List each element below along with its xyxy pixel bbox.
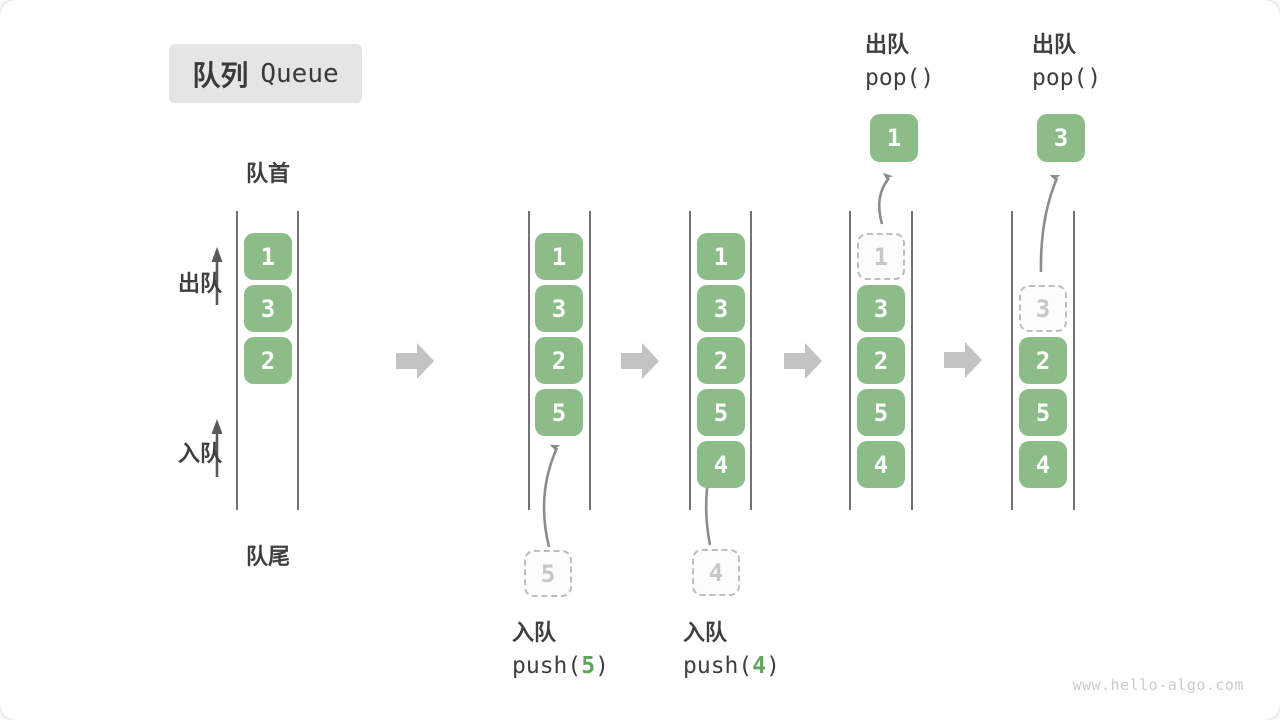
push-5-zh: 入队 <box>512 621 557 646</box>
queue-element: 2 <box>244 337 292 384</box>
push-code-open: push( <box>683 653 753 679</box>
removed-element-ghost: 1 <box>857 233 905 280</box>
pop-3-zh: 出队 <box>1032 33 1077 58</box>
queue-element: 2 <box>535 337 583 384</box>
enqueue-direction-arrow-icon <box>211 419 223 477</box>
push-5-operation-label: 入队 push(5) <box>512 618 609 682</box>
queue-element: 3 <box>697 285 745 332</box>
pending-element-ghost: 4 <box>692 549 740 596</box>
push-arg: 4 <box>752 653 767 679</box>
pending-element-ghost: 5 <box>524 550 572 597</box>
dequeue-direction-arrow-icon <box>211 247 223 305</box>
push-5-code: push(5) <box>512 650 609 682</box>
push-5-arrow-icon <box>542 444 561 548</box>
push-arg: 5 <box>581 653 596 679</box>
queue-rails <box>236 211 1075 510</box>
pop-3-code: pop() <box>1032 65 1102 91</box>
queue-element: 3 <box>857 285 905 332</box>
popped-element: 1 <box>870 114 918 162</box>
queue-element: 5 <box>697 389 745 436</box>
queue-element: 2 <box>697 337 745 384</box>
queue-element: 3 <box>535 285 583 332</box>
queue-element: 2 <box>857 337 905 384</box>
queue-element: 1 <box>535 233 583 280</box>
pop-1-code: pop() <box>865 65 935 91</box>
title-zh: 队列 <box>192 58 249 92</box>
push-code-open: push( <box>512 653 582 679</box>
queue-element: 4 <box>697 441 745 488</box>
queue-element: 2 <box>1019 337 1067 384</box>
queue-element: 4 <box>1019 441 1067 488</box>
push-4-zh: 入队 <box>683 621 728 646</box>
push-code-close: ) <box>595 653 609 679</box>
queue-element: 4 <box>857 441 905 488</box>
step-arrow-icon <box>396 342 982 379</box>
pop-1-arrow-icon <box>877 172 894 225</box>
popped-element: 3 <box>1037 114 1085 162</box>
removed-element-ghost: 3 <box>1019 285 1067 332</box>
queue-element: 5 <box>1019 389 1067 436</box>
pop-1-operation-label: 出队 pop() <box>865 30 934 94</box>
pop-3-arrow-icon <box>1039 174 1061 273</box>
push-code-close: ) <box>766 653 780 679</box>
enqueue-side-label: 入队 <box>177 442 222 467</box>
queue-element: 5 <box>535 389 583 436</box>
site-watermark: www.hello-algo.com <box>1072 676 1244 694</box>
push-4-operation-label: 入队 push(4) <box>683 618 780 682</box>
push-4-code: push(4) <box>683 650 780 682</box>
queue-front-label: 队首 <box>245 162 290 187</box>
pop-1-zh: 出队 <box>865 33 910 58</box>
queue-rear-label: 队尾 <box>245 545 290 570</box>
queue-element: 1 <box>244 233 292 280</box>
title-badge: 队列 Queue <box>169 44 362 103</box>
queue-element: 5 <box>857 389 905 436</box>
dequeue-side-label: 出队 <box>177 272 222 297</box>
queue-element: 3 <box>244 285 292 332</box>
title-en: Queue <box>260 58 339 89</box>
queue-element: 1 <box>697 233 745 280</box>
pop-3-operation-label: 出队 pop() <box>1032 30 1101 94</box>
